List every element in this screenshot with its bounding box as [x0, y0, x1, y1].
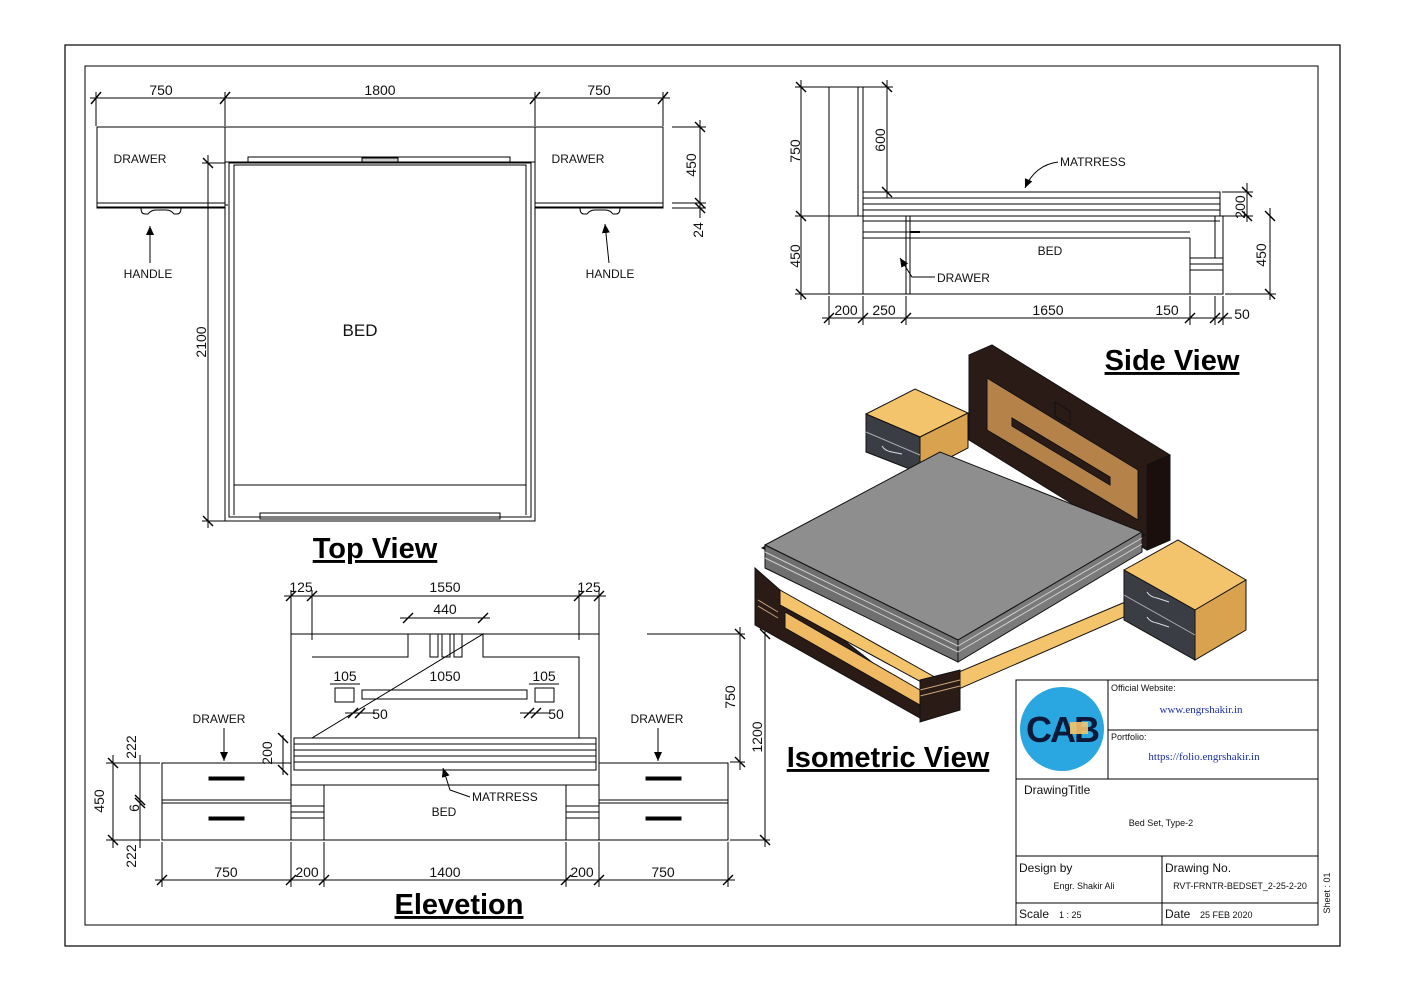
top-dim-bed: 1800 — [364, 82, 395, 98]
side-bed-label: BED — [1038, 244, 1063, 258]
portfolio-label: Portfolio: — [1111, 732, 1147, 742]
design-by-label: Design by — [1019, 861, 1072, 875]
top-view — [90, 91, 706, 528]
portfolio-link[interactable]: https://folio.engrshakir.in — [1148, 751, 1260, 763]
outer-border — [64, 44, 1341, 947]
side-dim-50: 50 — [1234, 306, 1250, 322]
elevation-view — [106, 590, 771, 887]
side-view — [795, 80, 1276, 325]
side-dim-250: 250 — [872, 302, 896, 318]
drawing-no-value: RVT-FRNTR-BEDSET_2-25-2-20 — [1173, 881, 1307, 891]
website-link[interactable]: www.engrshakir.in — [1160, 704, 1243, 716]
drawing-title-value: Bed Set, Type-2 — [1129, 818, 1193, 828]
side-dim-600: 600 — [872, 128, 888, 152]
top-handle-right-label: HANDLE — [586, 267, 635, 281]
elev-dim-50-left: 50 — [372, 706, 388, 722]
sheet-number: Sheet : 01 — [1322, 872, 1332, 913]
elev-dim-200-v: 200 — [259, 741, 275, 765]
side-mattress-label: MATRRESS — [1060, 155, 1126, 169]
elevation-title: Elevetion — [395, 889, 524, 921]
elev-dim-1400: 1400 — [429, 864, 460, 880]
elev-dim-125-left: 125 — [289, 579, 313, 595]
top-dim-left: 750 — [149, 82, 173, 98]
elev-dim-6: 6 — [126, 804, 142, 812]
drawing-title-label: DrawingTitle — [1024, 783, 1091, 797]
side-dim-200: 200 — [1232, 195, 1248, 219]
website-label: Official Website: — [1111, 683, 1176, 693]
date-label: Date — [1165, 907, 1191, 921]
elev-dim-105-right: 105 — [532, 668, 556, 684]
elev-mattress-label: MATRRESS — [472, 790, 538, 804]
elev-dim-1550: 1550 — [429, 579, 460, 595]
side-dim-200-bottom: 200 — [834, 302, 858, 318]
side-dim-750: 750 — [787, 139, 803, 163]
isometric-title: Isometric View — [787, 742, 990, 774]
elev-drawer-left-label: DRAWER — [193, 712, 246, 726]
elev-dim-222-top: 222 — [123, 735, 139, 759]
elev-dim-750-right: 750 — [651, 864, 675, 880]
elev-dim-125-right: 125 — [577, 579, 601, 595]
elev-drawer-right-label: DRAWER — [631, 712, 684, 726]
elev-dim-1200: 1200 — [749, 721, 765, 752]
side-dim-150: 150 — [1155, 302, 1179, 318]
inner-border — [84, 65, 1319, 926]
side-drawer-label: DRAWER — [937, 271, 990, 285]
top-handle-left-label: HANDLE — [124, 267, 173, 281]
cab-logo: CAB — [1020, 687, 1104, 771]
elev-dim-200-left: 200 — [295, 864, 319, 880]
top-dim-height: 2100 — [193, 326, 209, 357]
elev-dim-450-v: 450 — [91, 789, 107, 813]
top-view-title: Top View — [313, 533, 438, 565]
elev-dim-200-right: 200 — [570, 864, 594, 880]
title-block — [1015, 679, 1319, 926]
top-bed-label: BED — [343, 321, 378, 340]
scale-value: 1 : 25 — [1059, 910, 1082, 920]
elev-dim-1050: 1050 — [429, 668, 460, 684]
elev-dim-750-left: 750 — [214, 864, 238, 880]
designer-name: Engr. Shakir Ali — [1053, 881, 1114, 891]
elev-bed-label: BED — [432, 805, 457, 819]
drawing-no-label: Drawing No. — [1165, 861, 1231, 875]
top-dim-gap: 24 — [690, 222, 706, 238]
side-dim-450-right: 450 — [1253, 243, 1269, 267]
scale-label: Scale — [1019, 907, 1049, 921]
elev-dim-105-left: 105 — [333, 668, 357, 684]
date-value: 25 FEB 2020 — [1200, 910, 1253, 920]
elev-dim-50-right: 50 — [548, 706, 564, 722]
elev-dim-750-v: 750 — [722, 685, 738, 709]
top-drawer-left-label: DRAWER — [114, 152, 167, 166]
side-dim-1650: 1650 — [1032, 302, 1063, 318]
top-dim-right: 750 — [587, 82, 611, 98]
side-view-title: Side View — [1105, 345, 1240, 377]
elev-dim-222-bottom: 222 — [123, 844, 139, 868]
isometric-bed — [754, 344, 1247, 723]
side-dim-450-left: 450 — [787, 244, 803, 268]
top-drawer-right-label: DRAWER — [552, 152, 605, 166]
elev-dim-440: 440 — [433, 601, 457, 617]
svg-text:CAB: CAB — [1026, 709, 1099, 750]
top-dim-drawer-h: 450 — [683, 153, 699, 177]
